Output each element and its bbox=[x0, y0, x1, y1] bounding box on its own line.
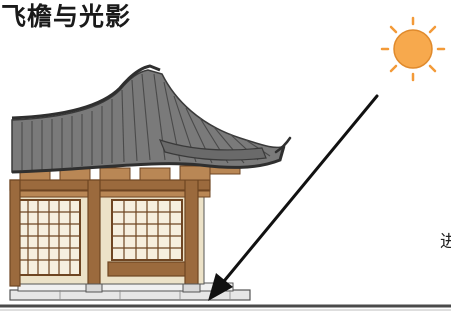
wooden-columns bbox=[9, 179, 201, 293]
arrow-icon bbox=[208, 94, 379, 301]
curved-roof bbox=[11, 64, 292, 174]
sun-icon bbox=[380, 16, 446, 82]
side-caption: 进 bbox=[440, 232, 451, 252]
page-title: 飞檐与光影 bbox=[1, 2, 132, 31]
lattice-window-right bbox=[107, 199, 189, 277]
beams bbox=[9, 179, 211, 198]
lattice-window-left bbox=[17, 199, 81, 276]
ground bbox=[0, 304, 451, 311]
